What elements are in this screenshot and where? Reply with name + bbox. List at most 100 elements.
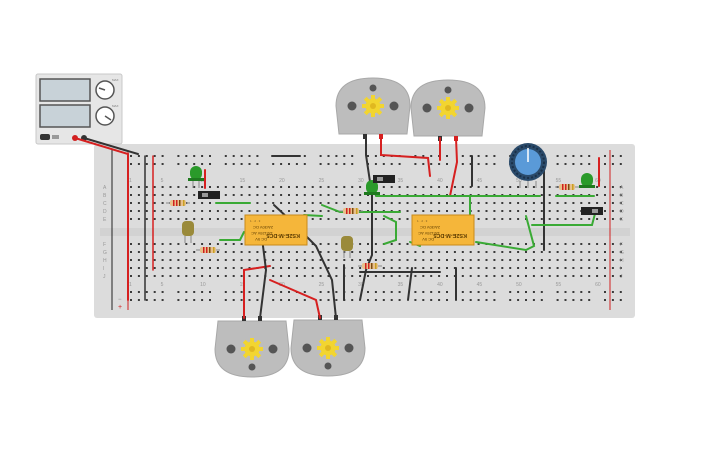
breadboard-hole[interactable] — [532, 218, 535, 220]
breadboard-hole[interactable] — [335, 243, 338, 245]
capacitor-icon[interactable] — [341, 236, 353, 258]
breadboard-hole[interactable] — [177, 243, 180, 245]
breadboard-hole[interactable] — [517, 202, 520, 204]
rail-hole[interactable] — [604, 299, 606, 301]
rail-hole[interactable] — [477, 155, 480, 157]
breadboard-hole[interactable] — [351, 202, 354, 204]
breadboard-hole[interactable] — [185, 251, 188, 253]
breadboard-hole[interactable] — [137, 251, 140, 253]
rail-hole[interactable] — [177, 155, 180, 157]
breadboard-hole[interactable] — [130, 259, 132, 261]
breadboard-hole[interactable] — [209, 210, 211, 212]
breadboard-hole[interactable] — [556, 210, 559, 212]
rail-hole[interactable] — [161, 291, 164, 293]
breadboard-hole[interactable] — [604, 267, 606, 269]
breadboard-hole[interactable] — [501, 218, 504, 220]
rail-hole[interactable] — [540, 291, 543, 293]
rail-hole[interactable] — [319, 155, 322, 157]
rail-hole[interactable] — [517, 291, 520, 293]
breadboard-hole[interactable] — [572, 267, 575, 269]
breadboard-hole[interactable] — [359, 194, 362, 196]
breadboard-hole[interactable] — [469, 251, 472, 253]
rail-hole[interactable] — [248, 299, 251, 301]
breadboard-hole[interactable] — [185, 210, 188, 212]
breadboard-hole[interactable] — [398, 218, 401, 220]
rail-hole[interactable] — [430, 291, 433, 293]
breadboard-hole[interactable] — [556, 243, 559, 245]
led-icon[interactable] — [364, 180, 380, 195]
breadboard-hole[interactable] — [588, 275, 591, 277]
breadboard-hole[interactable] — [596, 218, 599, 220]
breadboard-hole[interactable] — [185, 267, 188, 269]
breadboard-hole[interactable] — [359, 202, 362, 204]
rail-hole[interactable] — [319, 291, 322, 293]
breadboard-hole[interactable] — [414, 202, 417, 204]
breadboard-hole[interactable] — [572, 210, 575, 212]
breadboard-hole[interactable] — [248, 259, 251, 261]
breadboard-hole[interactable] — [335, 259, 338, 261]
breadboard-hole[interactable] — [485, 202, 488, 204]
rail-hole[interactable] — [485, 163, 488, 165]
rail-hole[interactable] — [390, 291, 393, 293]
rail-hole[interactable] — [374, 291, 377, 293]
breadboard-hole[interactable] — [216, 218, 219, 220]
rail-hole[interactable] — [493, 155, 496, 157]
breadboard-hole[interactable] — [501, 243, 504, 245]
motor-top-right[interactable] — [410, 79, 486, 141]
breadboard-hole[interactable] — [390, 267, 393, 269]
rail-hole[interactable] — [493, 299, 496, 301]
breadboard-hole[interactable] — [193, 194, 196, 196]
breadboard-hole[interactable] — [446, 202, 448, 204]
rail-hole[interactable] — [485, 299, 488, 301]
breadboard-hole[interactable] — [311, 186, 314, 188]
breadboard-hole[interactable] — [209, 259, 211, 261]
breadboard-hole[interactable] — [461, 267, 464, 269]
breadboard-hole[interactable] — [525, 267, 527, 269]
breadboard-hole[interactable] — [588, 218, 591, 220]
breadboard-hole[interactable] — [572, 275, 575, 277]
breadboard-hole[interactable] — [509, 267, 512, 269]
breadboard-hole[interactable] — [280, 202, 283, 204]
breadboard-hole[interactable] — [295, 251, 298, 253]
breadboard-hole[interactable] — [295, 267, 298, 269]
breadboard-hole[interactable] — [193, 275, 196, 277]
switch-icon[interactable] — [198, 191, 220, 199]
rail-hole[interactable] — [137, 163, 140, 165]
breadboard-hole[interactable] — [224, 218, 227, 220]
breadboard-hole[interactable] — [145, 267, 148, 269]
breadboard-hole[interactable] — [288, 210, 290, 212]
rail-hole[interactable] — [469, 155, 472, 157]
breadboard-hole[interactable] — [288, 267, 290, 269]
breadboard-hole[interactable] — [604, 218, 606, 220]
rail-hole[interactable] — [430, 163, 433, 165]
rail-hole[interactable] — [351, 163, 354, 165]
rail-hole[interactable] — [161, 163, 164, 165]
rail-hole[interactable] — [224, 163, 227, 165]
breadboard-hole[interactable] — [280, 267, 283, 269]
breadboard-hole[interactable] — [311, 267, 314, 269]
breadboard-hole[interactable] — [280, 275, 283, 277]
breadboard-hole[interactable] — [264, 194, 267, 196]
breadboard-hole[interactable] — [414, 251, 417, 253]
breadboard-hole[interactable] — [517, 210, 520, 212]
rail-hole[interactable] — [556, 291, 559, 293]
rail-hole[interactable] — [280, 299, 283, 301]
rail-hole[interactable] — [351, 155, 354, 157]
rail-hole[interactable] — [224, 291, 227, 293]
breadboard-hole[interactable] — [335, 275, 338, 277]
breadboard-hole[interactable] — [509, 275, 512, 277]
breadboard-hole[interactable] — [319, 194, 322, 196]
breadboard-hole[interactable] — [224, 275, 227, 277]
breadboard-hole[interactable] — [130, 267, 132, 269]
breadboard-hole[interactable] — [580, 259, 583, 261]
breadboard-hole[interactable] — [485, 259, 488, 261]
breadboard-hole[interactable] — [161, 251, 164, 253]
breadboard-hole[interactable] — [422, 251, 425, 253]
breadboard-hole[interactable] — [548, 243, 551, 245]
breadboard-hole[interactable] — [493, 267, 496, 269]
breadboard-hole[interactable] — [272, 186, 275, 188]
breadboard-hole[interactable] — [303, 259, 306, 261]
breadboard-hole[interactable] — [216, 186, 219, 188]
breadboard-hole[interactable] — [256, 251, 259, 253]
breadboard-hole[interactable] — [169, 210, 172, 212]
